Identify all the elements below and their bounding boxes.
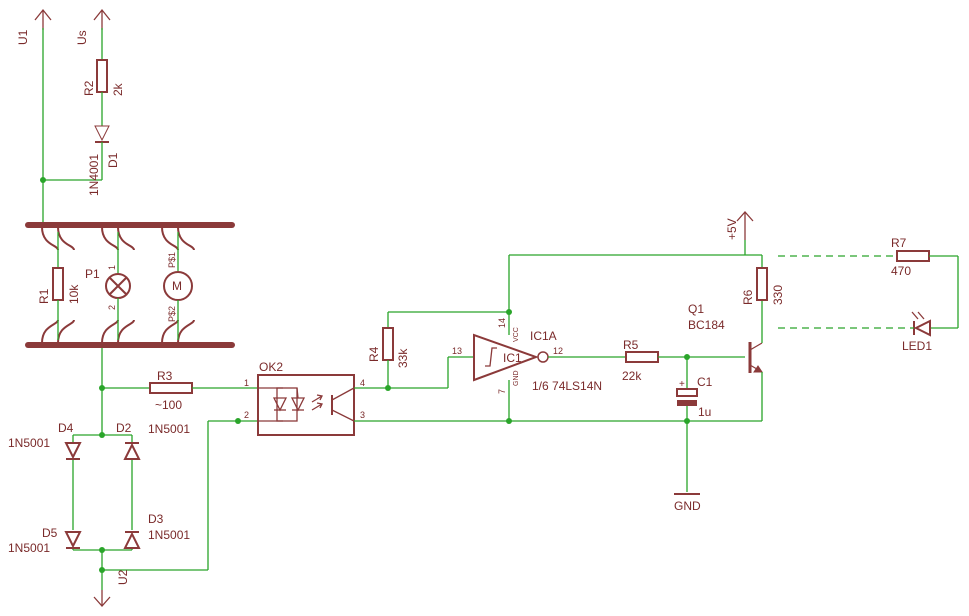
d3-value: 1N5001 [148,528,190,542]
p1-ref: P1 [85,267,100,281]
ok2-pin4: 4 [360,378,365,388]
r1-value: 10k [67,284,81,304]
r7-value: 470 [891,264,911,278]
r5-resistor [625,351,659,363]
r5-value: 22k [622,369,642,383]
d3-diode [123,530,141,549]
p1-pin1: 1 [107,265,117,270]
u1-label: U1 [16,29,30,45]
d3-ref: D3 [148,512,164,526]
d2-value: 1N5001 [148,422,190,436]
d5-ref: D5 [42,526,58,540]
c1-plus: + [679,379,685,390]
r1-ref: R1 [37,288,51,304]
r4-resistor [382,327,394,361]
d4-ref: D4 [58,421,74,435]
r7-resistor [896,250,930,262]
r2-value: 2k [111,82,125,96]
gnd-label: GND [674,499,701,513]
motor-pin2: P$2 [167,306,177,322]
r3-ref: R3 [157,369,173,383]
d1-diode [94,125,110,143]
motor-ref: M [172,279,182,293]
u2-ground-arrow [93,590,111,607]
ok2-led-pair [258,387,306,422]
ok2-ref: OK2 [259,360,283,374]
d1-value: 1N4001 [87,154,101,196]
r2-ref: R2 [82,80,96,96]
us-supply-arrow [93,8,111,30]
ic1-ref: IC1A [530,329,557,343]
r6-value: 330 [771,285,785,305]
d4-value: 1N5001 [8,436,50,450]
motor-pin1: P$1 [167,252,177,268]
ok2-pin3: 3 [360,410,365,420]
ic1-value: 1/6 74LS14N [532,379,602,393]
r3-value: ~100 [155,398,182,412]
junction [99,432,105,438]
ok2-light-arrows [311,394,323,411]
q1-value: BC184 [688,318,725,332]
led1-diode [911,311,931,337]
r7-ref: R7 [891,236,907,250]
ok2-pin1: 1 [244,378,249,388]
q1-transistor [748,342,763,373]
ic1-inner: IC1 [503,351,522,365]
d5-diode [64,530,82,549]
p1-lamp [105,273,131,299]
r4-ref: R4 [367,346,381,362]
r6-resistor [756,267,768,301]
q1-ref: Q1 [688,302,704,316]
led1-ref: LED1 [902,339,932,353]
p1-pin2: 2 [107,305,117,310]
ic1-pin-in: 13 [452,346,462,356]
r2-resistor [96,59,108,93]
d5-value: 1N5001 [8,541,50,555]
us-label: Us [75,30,89,45]
ic1-pin-out: 12 [553,346,563,356]
c1-value: 1u [698,405,711,419]
d2-ref: D2 [116,421,132,435]
junction [235,418,241,424]
ok2-pin2: 2 [244,410,249,420]
d2-diode [123,442,141,460]
ok2-phototransistor [331,387,355,422]
ok2-body [257,374,355,436]
ic1-pin-gnd: 7 [497,389,507,394]
d1-ref: D1 [106,152,120,168]
vcc5-supply-arrow [736,211,754,240]
c1-ref: C1 [697,375,713,389]
r4-value: 33k [396,348,410,368]
c1-capacitor [676,388,698,406]
r1-resistor [52,267,64,301]
u1-supply-arrow [34,8,52,30]
r6-ref: R6 [741,289,755,305]
ic1-gnd-label: GND [513,370,520,386]
junction [40,177,46,183]
ic1-pin-vcc: 14 [497,318,507,328]
r3-resistor [149,382,193,394]
ic1-vcc-label: VCC [513,327,520,342]
u2-label: U2 [116,569,130,585]
d4-diode [64,442,82,460]
r5-ref: R5 [623,338,639,352]
vcc5-label: +5V [725,218,739,240]
